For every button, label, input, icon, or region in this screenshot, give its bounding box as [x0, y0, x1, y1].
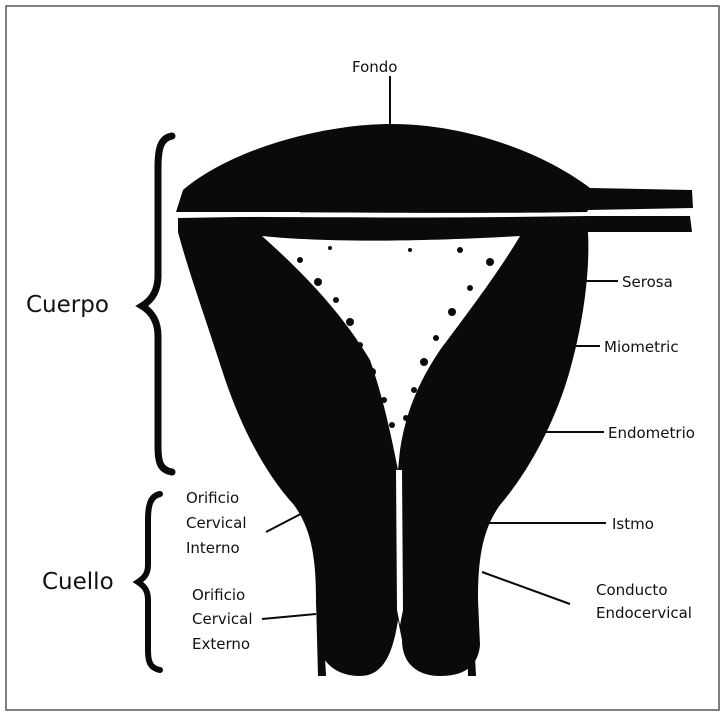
- label-conducto-2: Endocervical: [596, 604, 692, 622]
- label-endometrio: Endometrio: [608, 424, 695, 442]
- tube-slit: [180, 212, 588, 218]
- label-orificio-interno-1: Orificio: [186, 489, 239, 507]
- label-fondo: Fondo: [352, 58, 397, 76]
- cuello-brace: [138, 494, 160, 670]
- label-istmo: Istmo: [612, 515, 654, 533]
- cuerpo-brace: [142, 136, 172, 472]
- cervical-canal: [396, 470, 403, 625]
- label-serosa: Serosa: [622, 273, 673, 291]
- label-conducto-1: Conducto: [596, 581, 668, 599]
- label-orificio-externo-2: Cervical: [192, 610, 253, 628]
- label-orificio-externo-3: Externo: [192, 635, 250, 653]
- label-orificio-interno-2: Cervical: [186, 514, 247, 532]
- label-orificio-externo-1: Orificio: [192, 586, 245, 604]
- label-orificio-interno-3: Interno: [186, 539, 240, 557]
- leader-conducto: [482, 572, 570, 604]
- label-miometric: Miometric: [604, 338, 679, 356]
- leader-orificio-externo: [262, 614, 316, 619]
- label-cuerpo: Cuerpo: [26, 292, 109, 318]
- label-cuello: Cuello: [42, 569, 114, 595]
